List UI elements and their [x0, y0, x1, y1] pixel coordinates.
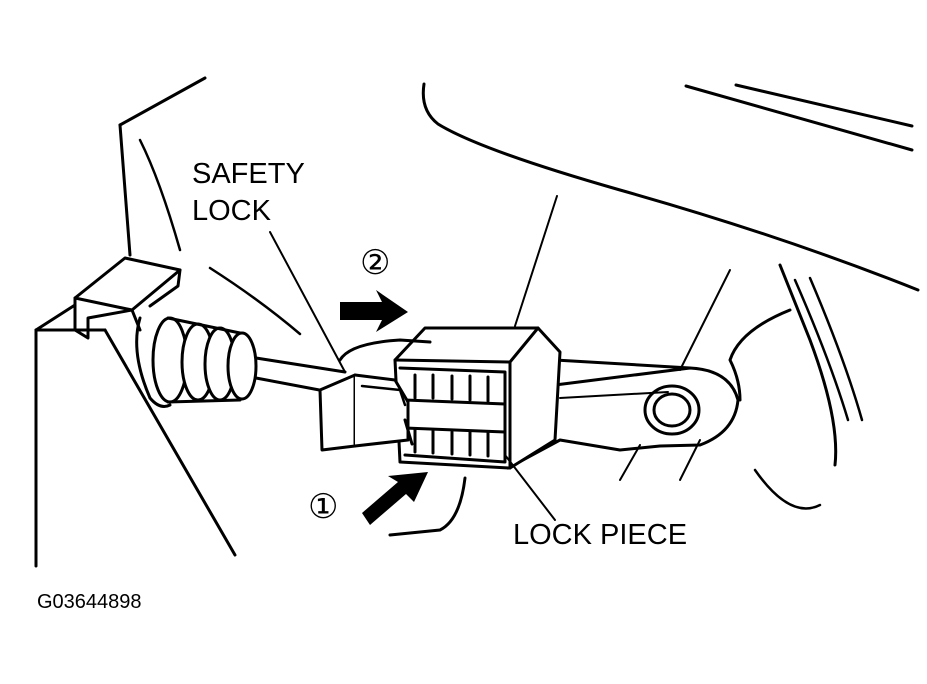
lock-piece-label: LOCK PIECE — [513, 519, 688, 551]
safety-lock-tab — [318, 338, 432, 452]
figure-code: G03644898 — [37, 591, 142, 613]
vehicle-body — [421, 82, 920, 510]
arrow-1-icon — [362, 472, 428, 525]
leader-connector-top — [514, 195, 558, 327]
leader-lock-piece — [504, 454, 556, 521]
arrow-right-icon — [340, 290, 428, 525]
safety-lock-label-line1: SAFETY — [192, 158, 305, 190]
cable-rod — [208, 266, 347, 394]
connector-body — [393, 326, 562, 470]
leader-lever-end — [679, 439, 701, 481]
safety-lock-label: SAFETY LOCK — [192, 160, 305, 226]
step-one-marker: ① — [308, 487, 339, 527]
shift-lever — [506, 358, 740, 470]
step-two-marker: ② — [360, 243, 391, 283]
arrow-2-icon — [340, 290, 408, 332]
leader-lever-bottom — [619, 444, 641, 481]
leader-lever-top — [679, 269, 731, 371]
leader-lines — [269, 195, 731, 521]
lower-cable — [388, 476, 467, 537]
housing-panel — [34, 76, 237, 568]
leader-safety-lock — [269, 231, 346, 373]
safety-lock-label-line2: LOCK — [192, 195, 271, 227]
cable-boot — [135, 316, 258, 408]
